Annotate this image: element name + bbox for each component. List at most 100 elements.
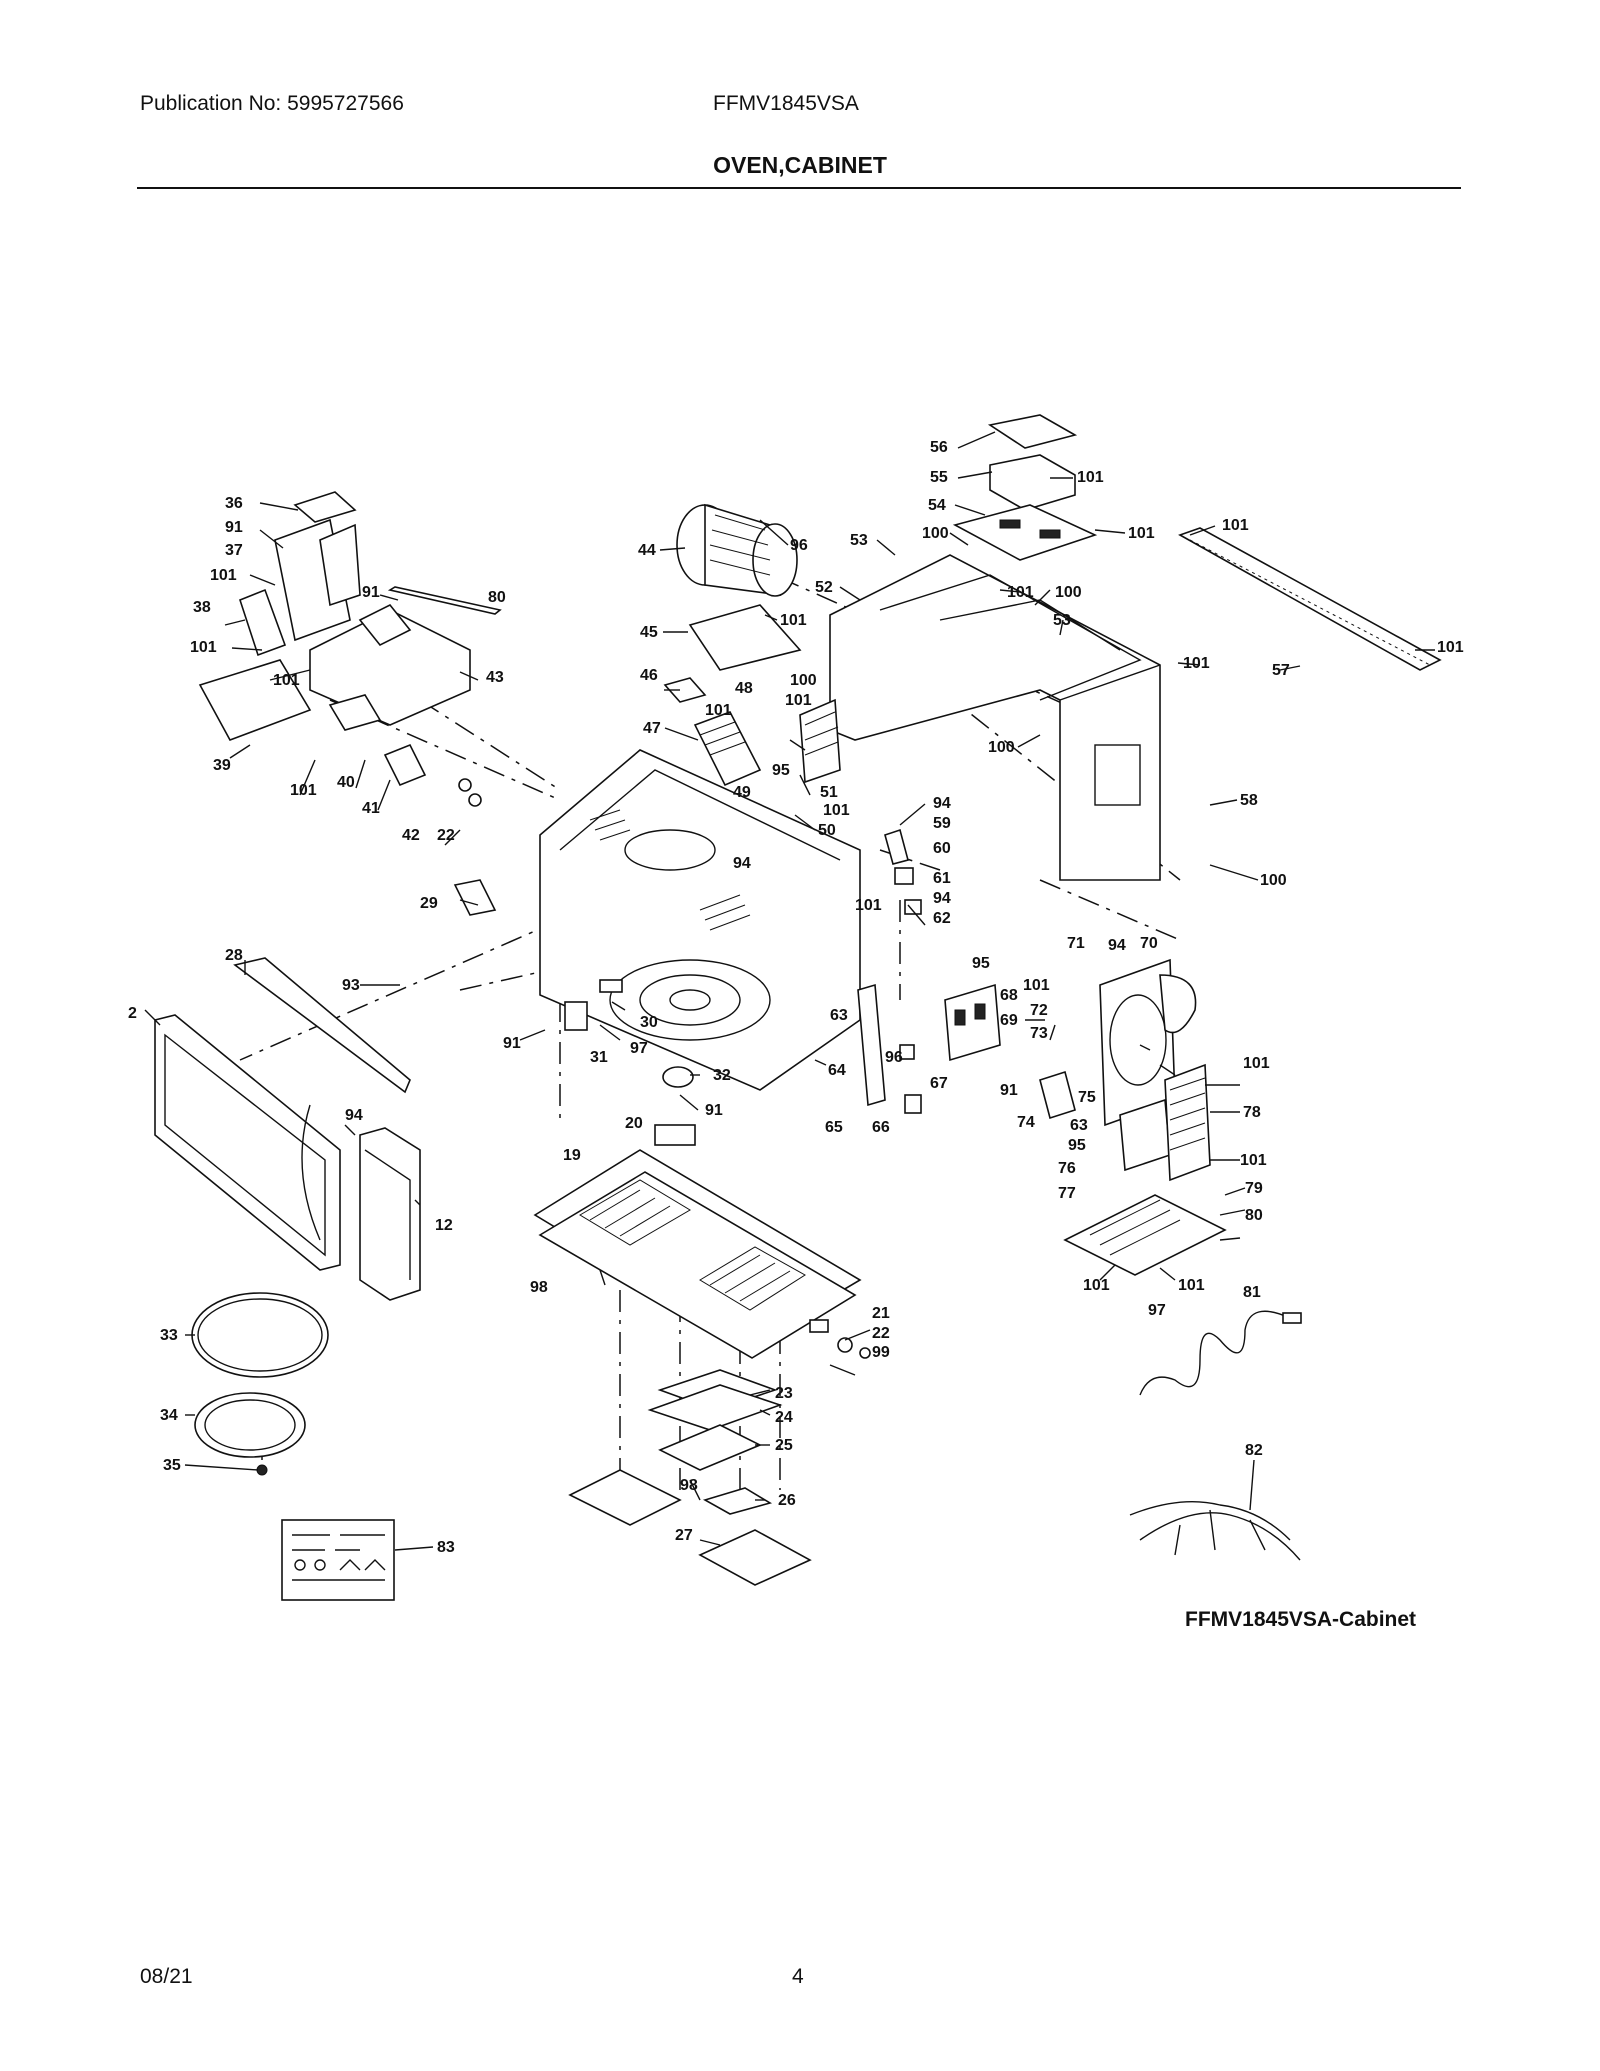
callout-101: 101 [1023, 977, 1050, 994]
callout-101: 101 [190, 639, 217, 656]
callout-101: 101 [290, 782, 317, 799]
publication-number: Publication No: 5995727566 [140, 92, 404, 115]
callout-82: 82 [1245, 1442, 1263, 1459]
interlock-switches [857, 983, 922, 1114]
callout-68: 68 [1000, 987, 1018, 1004]
callout-43: 43 [486, 669, 504, 686]
callout-97: 97 [630, 1040, 648, 1057]
callout-98: 98 [530, 1279, 548, 1296]
callout-101: 101 [1007, 584, 1034, 601]
callout-94: 94 [933, 890, 951, 907]
lower-covers [568, 1369, 812, 1586]
callout-29: 29 [420, 895, 438, 912]
callout-32: 32 [713, 1067, 731, 1084]
callout-91: 91 [1000, 1082, 1018, 1099]
callout-44: 44 [638, 542, 656, 559]
leader-lines [144, 431, 1435, 1551]
callout-101: 101 [1240, 1152, 1267, 1169]
callout-49: 49 [733, 784, 751, 801]
callout-101: 101 [705, 702, 732, 719]
callout-80: 80 [488, 589, 506, 606]
callout-70: 70 [1140, 935, 1158, 952]
callout-100: 100 [922, 525, 949, 542]
callout-60: 60 [933, 840, 951, 857]
callout-81: 81 [1243, 1284, 1261, 1301]
callout-69: 69 [1000, 1012, 1018, 1029]
callout-59: 59 [933, 815, 951, 832]
base-plate [533, 1124, 862, 1359]
callout-100: 100 [1260, 872, 1287, 889]
callout-91: 91 [503, 1035, 521, 1052]
callout-80: 80 [1245, 1207, 1263, 1224]
callout-63: 63 [830, 1007, 848, 1024]
hardware-kit [281, 1519, 395, 1601]
callout-37: 37 [225, 542, 243, 559]
callout-98: 98 [680, 1477, 698, 1494]
turntable [191, 1292, 329, 1476]
callout-96: 96 [885, 1049, 903, 1066]
callout-42: 42 [402, 827, 420, 844]
callout-94: 94 [1108, 937, 1126, 954]
callout-64: 64 [828, 1062, 846, 1079]
callout-72: 72 [1030, 1002, 1048, 1019]
callout-101: 101 [1243, 1055, 1270, 1072]
callout-53: 53 [850, 532, 868, 549]
callout-101: 101 [210, 567, 237, 584]
callout-101: 101 [855, 897, 882, 914]
callout-2: 2 [128, 1005, 137, 1022]
callout-52: 52 [815, 579, 833, 596]
vent-grille [1178, 527, 1442, 671]
callout-21: 21 [872, 1305, 890, 1322]
callout-101: 101 [1128, 525, 1155, 542]
callout-95: 95 [772, 762, 790, 779]
callout-94: 94 [933, 795, 951, 812]
callout-28: 28 [225, 947, 243, 964]
callout-41: 41 [362, 800, 380, 817]
callout-101: 101 [1222, 517, 1249, 534]
callout-101: 101 [780, 612, 807, 629]
callout-83: 83 [437, 1539, 455, 1556]
section-title: OVEN,CABINET [713, 152, 887, 178]
callout-101: 101 [1183, 655, 1210, 672]
filter-assembly [952, 414, 1098, 561]
callout-22: 22 [437, 827, 455, 844]
callout-23: 23 [775, 1385, 793, 1402]
callout-95: 95 [972, 955, 990, 972]
transformer [1119, 1063, 1211, 1182]
callout-101: 101 [1077, 469, 1104, 486]
callout-100: 100 [790, 672, 817, 689]
callout-101: 101 [1178, 1277, 1205, 1294]
callout-71: 71 [1067, 935, 1085, 952]
callout-63: 63 [1070, 1117, 1088, 1134]
plate-29 [453, 879, 497, 916]
callout-73: 73 [1030, 1025, 1048, 1042]
footer-date: 08/21 [140, 1965, 193, 1988]
callout-58: 58 [1240, 792, 1258, 809]
callout-22: 22 [872, 1325, 890, 1342]
blower-motor [676, 503, 798, 597]
callout-91: 91 [225, 519, 243, 536]
callout-55: 55 [930, 469, 948, 486]
callout-12: 12 [435, 1217, 453, 1234]
header-rule [137, 187, 1461, 189]
callout-38: 38 [193, 599, 211, 616]
callout-74: 74 [1017, 1114, 1035, 1131]
callout-47: 47 [643, 720, 661, 737]
callout-33: 33 [160, 1327, 178, 1344]
callout-66: 66 [872, 1119, 890, 1136]
callout-93: 93 [342, 977, 360, 994]
callout-48: 48 [735, 680, 753, 697]
callout-79: 79 [1245, 1180, 1263, 1197]
wire-harness [1129, 1501, 1301, 1561]
callout-34: 34 [160, 1407, 178, 1424]
callout-95: 95 [1068, 1137, 1086, 1154]
callout-91: 91 [362, 584, 380, 601]
callout-27: 27 [675, 1527, 693, 1544]
callout-75: 75 [1078, 1089, 1096, 1106]
callout-61: 61 [933, 870, 951, 887]
page-number: 4 [792, 1965, 804, 1988]
callout-50: 50 [818, 822, 836, 839]
waveguide-panels [693, 698, 841, 787]
diode-bracket [1039, 1070, 1076, 1120]
